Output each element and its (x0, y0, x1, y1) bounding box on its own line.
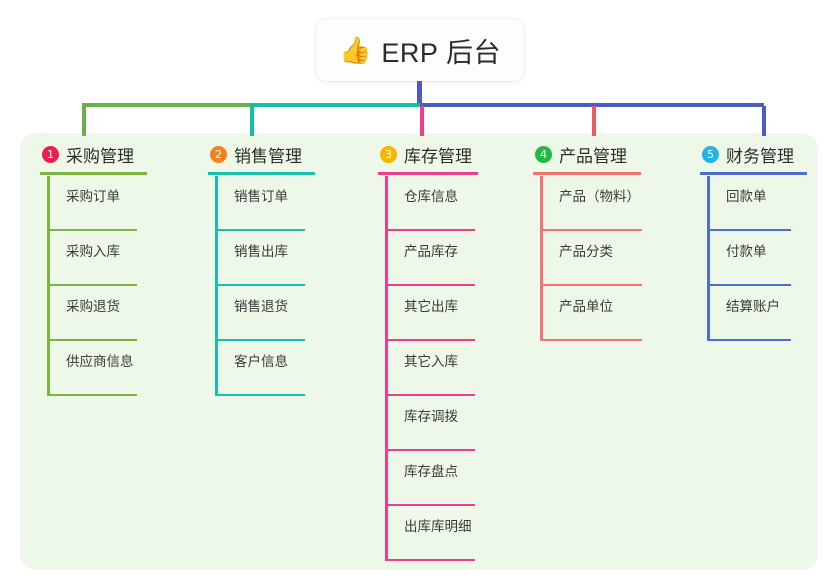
column-underline (208, 172, 315, 175)
column-header-procurement[interactable]: 1 采购管理 (40, 140, 147, 175)
branch-spine (47, 176, 50, 396)
leaf-underline (47, 284, 137, 286)
drop-product (592, 106, 596, 136)
leaf-underline (385, 559, 475, 561)
leaf-label: 其它入库 (404, 354, 458, 369)
leaf-underline (47, 339, 137, 341)
leaf-label: 销售订单 (234, 189, 288, 204)
column-number-badge: 3 (380, 145, 397, 163)
leaf-underline (540, 229, 642, 231)
leaf-label: 采购订单 (66, 189, 120, 204)
branch-spine (215, 176, 218, 396)
leaf-label: 销售出库 (234, 244, 288, 259)
branch-spine (707, 176, 710, 341)
leaf-label: 采购退货 (66, 299, 120, 314)
column-head-row: 4 产品管理 (533, 140, 641, 168)
column-number-badge: 4 (535, 145, 552, 163)
leaf-underline (385, 339, 475, 341)
leaf-label: 付款单 (726, 244, 767, 259)
leaf-underline (385, 394, 475, 396)
leaf-label: 出库库明细 (404, 519, 472, 534)
leaf-label: 库存盘点 (404, 464, 458, 479)
column-head-row: 2 销售管理 (208, 140, 315, 168)
leaf-label: 客户信息 (234, 354, 288, 369)
leaf-underline (707, 229, 791, 231)
background-panel (20, 133, 818, 570)
branch-spine (540, 176, 543, 341)
leaf-underline (47, 229, 137, 231)
leaf-label: 销售退货 (234, 299, 288, 314)
leaf-underline (47, 394, 137, 396)
column-head-row: 3 库存管理 (378, 140, 478, 168)
column-title: 库存管理 (404, 146, 472, 166)
root-node[interactable]: 👍 ERP 后台 (316, 19, 524, 81)
bus-teal (250, 103, 420, 107)
leaf-underline (540, 339, 642, 341)
leaf-label: 产品单位 (559, 299, 613, 314)
drop-inventory (420, 106, 424, 136)
leaf-underline (385, 229, 475, 231)
drop-finance (762, 106, 766, 136)
leaf-underline (707, 284, 791, 286)
leaf-underline (215, 284, 305, 286)
root-trunk-connector (417, 81, 422, 106)
column-head-row: 1 采购管理 (40, 140, 147, 168)
leaf-label: 采购入库 (66, 244, 120, 259)
column-underline (700, 172, 807, 175)
leaf-underline (385, 504, 475, 506)
leaf-label: 回款单 (726, 189, 767, 204)
bus-green (82, 103, 250, 107)
column-number-badge: 2 (210, 145, 227, 163)
root-title: ERP 后台 (381, 37, 501, 68)
column-header-product[interactable]: 4 产品管理 (533, 140, 641, 175)
column-title: 产品管理 (559, 146, 627, 166)
drop-procurement (82, 106, 86, 136)
leaf-underline (215, 229, 305, 231)
leaf-label: 库存调拨 (404, 409, 458, 424)
branch-spine (385, 176, 388, 561)
column-header-finance[interactable]: 5 财务管理 (700, 140, 807, 175)
leaf-label: 结算账户 (726, 299, 780, 314)
leaf-label: 产品库存 (404, 244, 458, 259)
column-header-sales[interactable]: 2 销售管理 (208, 140, 315, 175)
bus-blue (420, 103, 764, 107)
thumbs-up-icon: 👍 (339, 35, 372, 65)
leaf-underline (385, 284, 475, 286)
column-underline (533, 172, 641, 175)
column-title: 采购管理 (66, 146, 134, 166)
column-underline (378, 172, 478, 175)
column-underline (40, 172, 147, 175)
leaf-underline (540, 284, 642, 286)
drop-sales (250, 106, 254, 136)
column-number-badge: 1 (42, 145, 59, 163)
column-title: 销售管理 (234, 146, 302, 166)
column-number-badge: 5 (702, 145, 719, 163)
leaf-underline (215, 394, 305, 396)
leaf-underline (707, 339, 791, 341)
leaf-label: 其它出库 (404, 299, 458, 314)
leaf-label: 产品分类 (559, 244, 613, 259)
column-title: 财务管理 (726, 146, 794, 166)
leaf-label: 供应商信息 (66, 354, 134, 369)
leaf-underline (385, 449, 475, 451)
leaf-label: 仓库信息 (404, 189, 458, 204)
leaf-label: 产品（物料） (559, 189, 640, 204)
leaf-underline (215, 339, 305, 341)
column-header-inventory[interactable]: 3 库存管理 (378, 140, 478, 175)
column-head-row: 5 财务管理 (700, 140, 807, 168)
